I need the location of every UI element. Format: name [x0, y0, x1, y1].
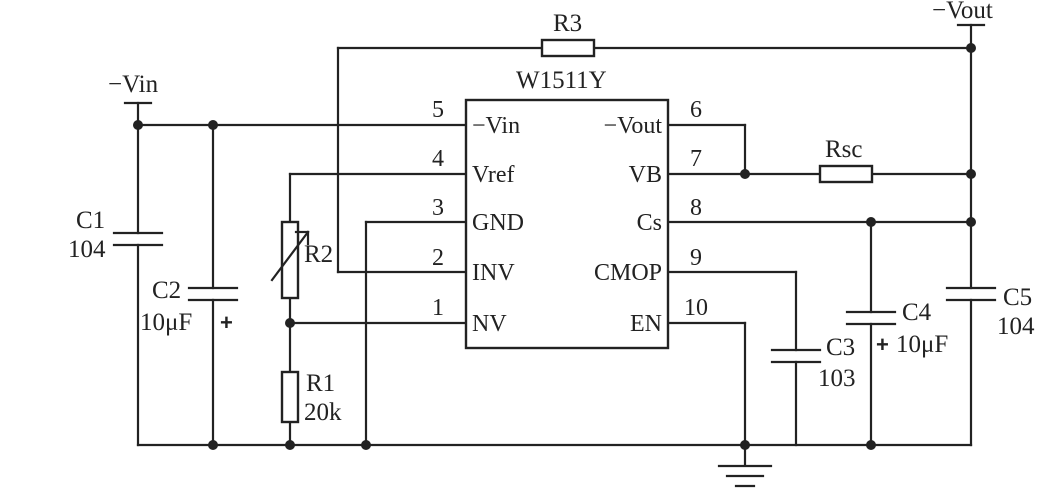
pin-label-6: −Vout: [604, 113, 663, 139]
r1-label: R1: [306, 370, 335, 397]
pin-num-4: 4: [432, 146, 444, 172]
c4-value: 10μF: [896, 331, 948, 358]
c1-label: C1: [76, 207, 105, 234]
c3-label: C3: [826, 334, 855, 361]
resistor-r3: R3: [540, 10, 596, 58]
wires: [136, 46, 973, 467]
pin-label-10: EN: [630, 311, 662, 337]
c4-polarity: +: [876, 332, 889, 357]
vout-terminal: −Vout: [932, 0, 993, 50]
c1-value: 104: [68, 236, 106, 263]
pin-num-9: 9: [690, 245, 702, 271]
pin-num-5: 5: [432, 97, 444, 123]
ic-w1511y: W1511Y −Vin Vref GND INV NV 5 4 3 2 1 −V…: [432, 67, 708, 350]
ground-symbol: [717, 464, 773, 488]
capacitor-c3: C3 103: [770, 334, 856, 392]
pin-label-5: −Vin: [472, 113, 520, 139]
resistor-r1: R1 20k: [280, 370, 342, 426]
pin-num-1: 1: [432, 295, 444, 321]
pin-num-2: 2: [432, 245, 444, 271]
pin-label-3: GND: [472, 210, 524, 236]
c3-value: 103: [818, 365, 856, 392]
pin-label-1: NV: [472, 311, 507, 337]
pin-label-4: Vref: [472, 162, 515, 188]
pin-label-7: VB: [629, 162, 662, 188]
c4-label: C4: [902, 299, 932, 326]
c2-polarity: +: [220, 310, 233, 335]
vout-label: −Vout: [932, 0, 993, 24]
pin-num-6: 6: [690, 97, 702, 123]
pin-num-3: 3: [432, 195, 444, 221]
pin-num-7: 7: [690, 146, 702, 172]
junction-dots: [133, 43, 976, 450]
ic-name: W1511Y: [516, 67, 607, 94]
capacitor-c5: C5 104: [945, 284, 1035, 340]
capacitor-c1: C1 104: [68, 207, 164, 263]
pin-num-10: 10: [684, 295, 708, 321]
c5-label: C5: [1003, 284, 1032, 311]
pin-label-2: INV: [472, 260, 515, 286]
rsc-label: Rsc: [825, 136, 863, 163]
vin-terminal: −Vin: [108, 71, 159, 127]
c2-label: C2: [152, 277, 181, 304]
capacitor-c2: C2 10μF +: [140, 277, 239, 336]
c2-value: 10μF: [140, 309, 192, 336]
r1-value: 20k: [304, 399, 342, 426]
c5-value: 104: [997, 313, 1035, 340]
pin-label-8: Cs: [637, 210, 662, 236]
potentiometer-r2: R2: [270, 220, 333, 300]
vin-label: −Vin: [108, 71, 159, 98]
capacitor-c4: C4 + 10μF: [845, 299, 948, 358]
resistor-rsc: Rsc: [818, 136, 874, 184]
r2-label: R2: [304, 241, 333, 268]
pin-label-9: CMOP: [594, 260, 662, 286]
pin-num-8: 8: [690, 195, 702, 221]
r3-label: R3: [553, 10, 582, 37]
